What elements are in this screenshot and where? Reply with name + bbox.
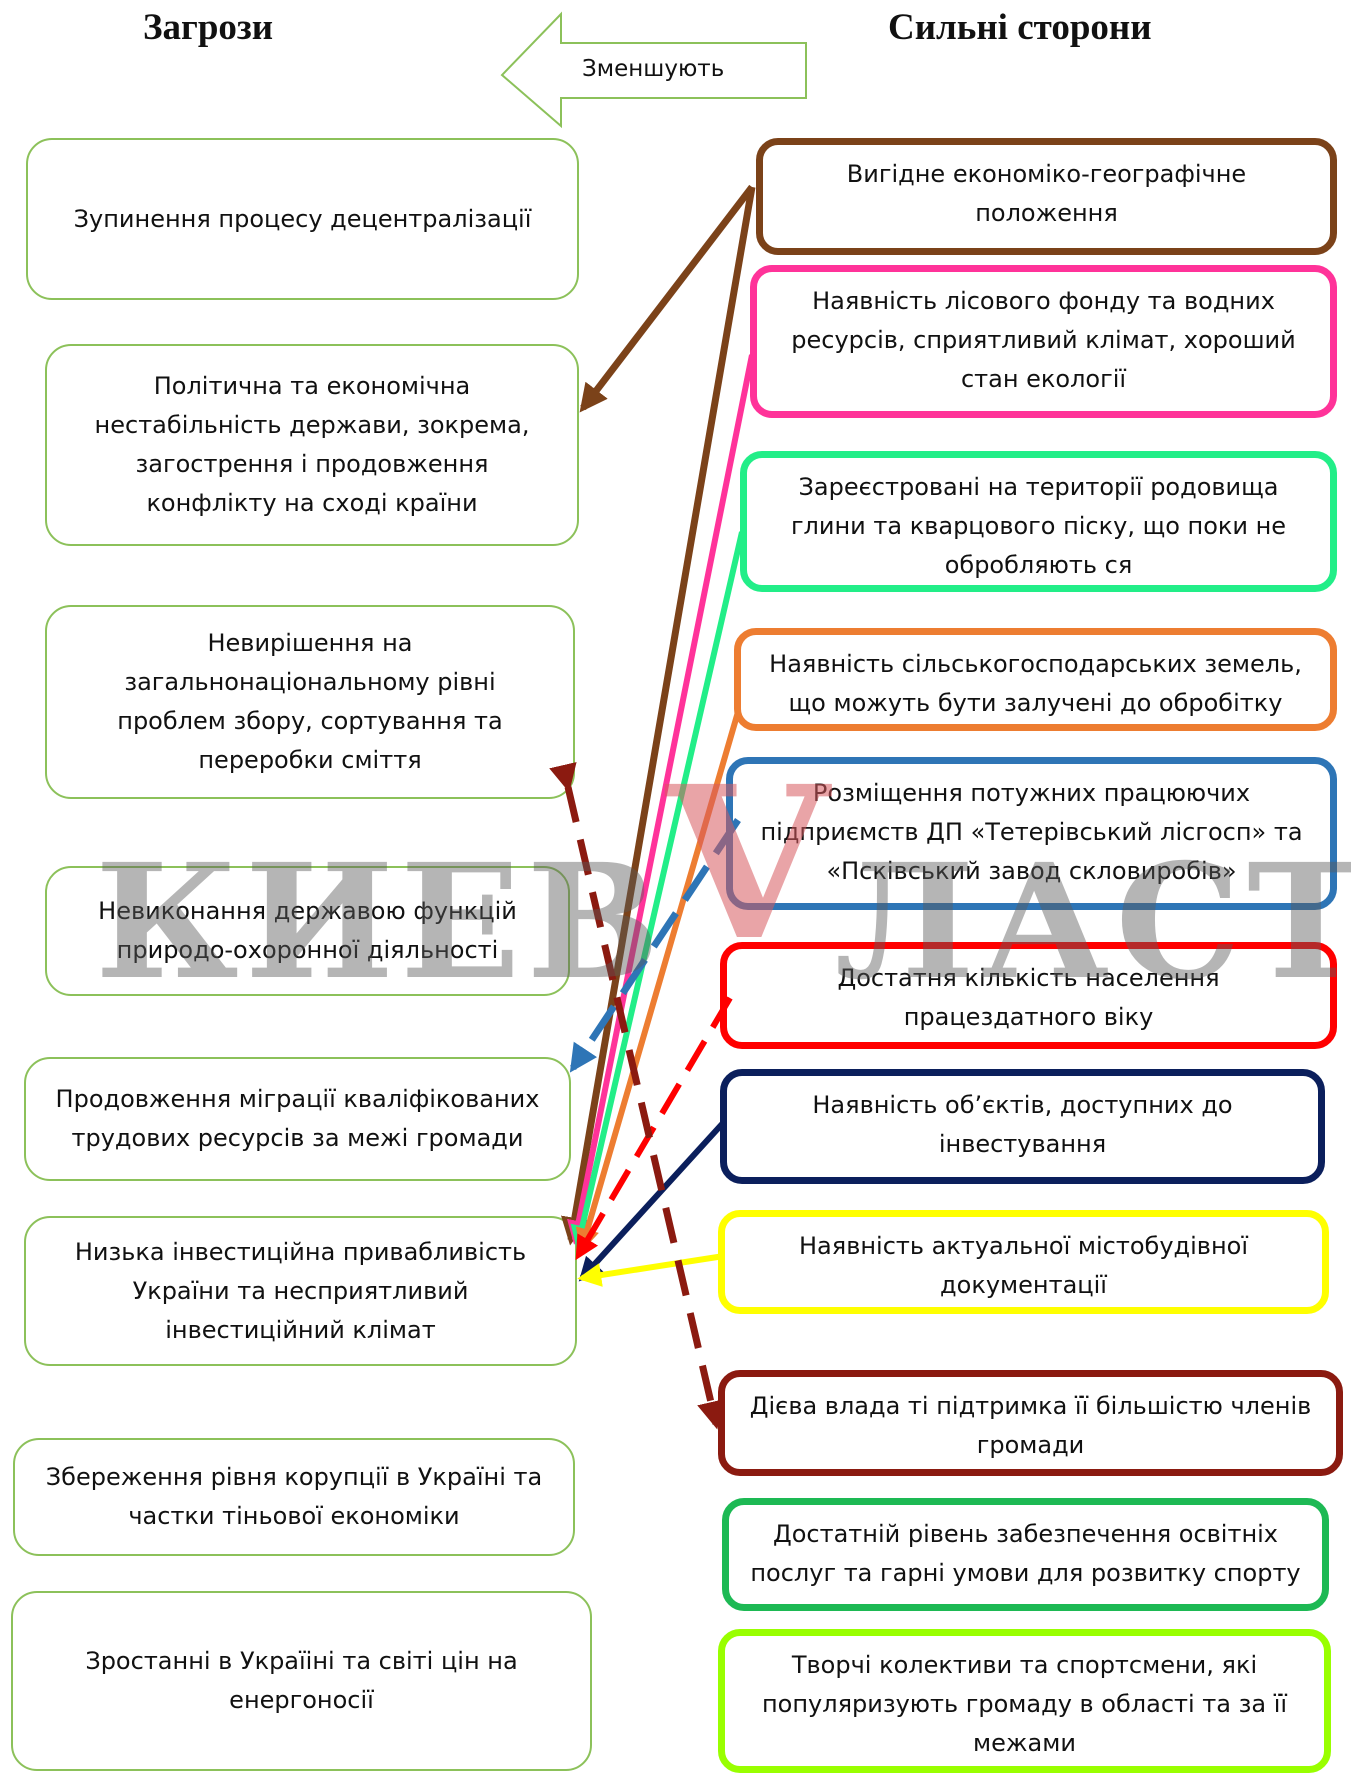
strength-text: Творчі колективи та спортсмени, які попу… <box>761 1651 1288 1757</box>
link-brown-to-political <box>579 184 755 413</box>
threat-box-nature-protection: Невиконання державою функцій природо-охо… <box>45 866 570 996</box>
threat-box-investment-climate: Низька інвестиційна привабливість Україн… <box>24 1216 577 1366</box>
link-blue-to-migration <box>569 818 741 1073</box>
strength-box-urban-planning-docs: Наявність актуальної містобудівної докум… <box>718 1210 1329 1314</box>
strength-text: Достатня кількість населення працездатно… <box>837 964 1220 1031</box>
threat-text: Збереження рівня корупції в Україні та ч… <box>45 1463 543 1530</box>
strength-box-geo-position: Вигідне економіко-географічне положення <box>756 138 1337 255</box>
threats-heading: Загрози <box>143 7 274 48</box>
strength-text: Зареєстровані на території родовища глин… <box>790 473 1287 579</box>
threat-text: Продовження міграції кваліфікованих труд… <box>55 1085 540 1152</box>
strength-box-effective-government: Дієва влада ті підтримка її більшістю чл… <box>718 1370 1343 1476</box>
threat-text: Низька інвестиційна привабливість Україн… <box>74 1237 527 1344</box>
strength-box-agricultural-land: Наявність сільськогосподарських земель, … <box>734 628 1337 731</box>
threat-box-migration: Продовження міграції кваліфікованих труд… <box>24 1057 571 1181</box>
threat-text: Зростанні в Україіні та світі цін на ене… <box>85 1647 518 1714</box>
strength-text: Наявність актуальної містобудівної докум… <box>799 1232 1248 1299</box>
link-maroon-dashed <box>549 762 725 1430</box>
threat-text: Зупинення процесу децентралізації <box>73 204 532 233</box>
link-red-to-investment <box>575 996 733 1261</box>
link-orange-to-investment <box>575 711 741 1253</box>
reduce-arrow-label: Зменшують <box>582 56 725 82</box>
threat-box-decentralization: Зупинення процесу децентралізації <box>26 138 579 300</box>
link-mint-to-investment <box>570 531 745 1250</box>
strength-text: Достатній рівень забезпечення освітніх п… <box>750 1520 1301 1587</box>
link-navy-to-investment <box>578 1120 726 1282</box>
threat-box-corruption: Збереження рівня корупції в Україні та ч… <box>13 1438 575 1556</box>
strength-box-education-sport: Достатній рівень забезпечення освітніх п… <box>722 1498 1329 1611</box>
strength-text: Розміщення потужних працюючих підприємст… <box>760 779 1303 885</box>
strength-box-creative-teams: Творчі колективи та спортсмени, які попу… <box>718 1629 1331 1773</box>
strength-box-enterprises: Розміщення потужних працюючих підприємст… <box>726 757 1337 910</box>
strength-text: Наявність лісового фонду та водних ресур… <box>791 287 1296 393</box>
threat-box-energy-prices: Зростанні в Україіні та світі цін на ене… <box>11 1591 592 1771</box>
threat-box-waste-management: Невирішення на загальнонаціональному рів… <box>45 605 575 799</box>
strength-text: Наявність сільськогосподарських земель, … <box>769 650 1302 717</box>
strength-box-working-population: Достатня кількість населення працездатно… <box>720 942 1337 1049</box>
strength-box-forest-water: Наявність лісового фонду та водних ресур… <box>750 265 1337 418</box>
strength-box-investment-objects: Наявність об’єктів, доступних до інвесту… <box>720 1069 1325 1184</box>
threat-text: Політична та економічна нестабільність д… <box>94 372 530 517</box>
threat-box-political-instability: Політична та економічна нестабільність д… <box>45 344 579 546</box>
strength-box-clay-sand: Зареєстровані на території родовища глин… <box>740 451 1337 592</box>
threat-text: Невирішення на загальнонаціональному рів… <box>117 629 503 774</box>
strength-text: Дієва влада ті підтримка її більшістю чл… <box>749 1392 1312 1459</box>
strength-text: Наявність об’єктів, доступних до інвесту… <box>812 1091 1233 1158</box>
threat-text: Невиконання державою функцій природо-охо… <box>98 897 517 964</box>
strength-text: Вигідне економіко-географічне положення <box>846 160 1247 227</box>
link-yellow-to-investment <box>577 1253 725 1287</box>
strengths-heading: Сильні сторони <box>888 7 1152 48</box>
